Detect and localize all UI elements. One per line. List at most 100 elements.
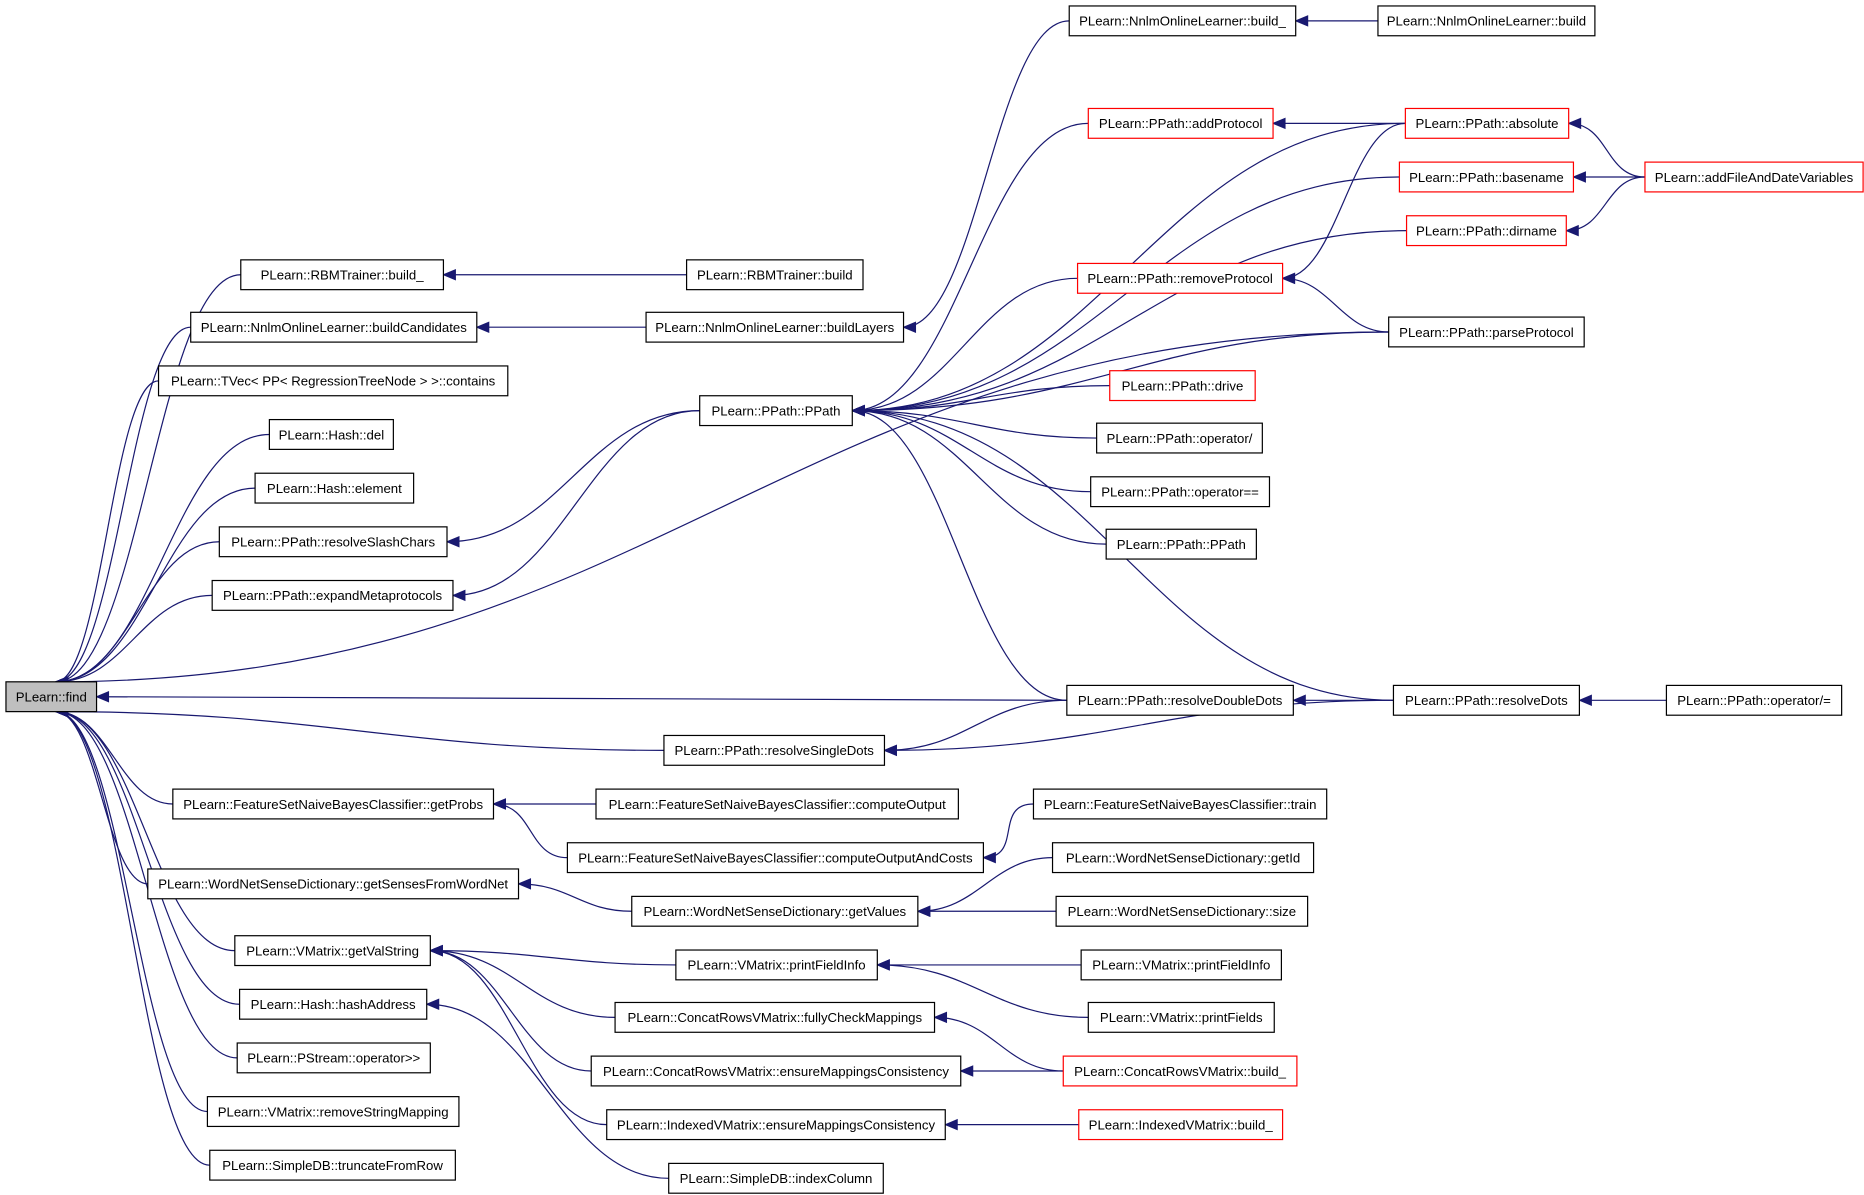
node-ppath-ppath[interactable]: PLearn::PPath::PPath <box>699 395 853 427</box>
node-ppath-add-protocol[interactable]: PLearn::PPath::addProtocol <box>1087 107 1274 139</box>
node-label: PLearn::PPath::operator/ <box>1107 431 1253 446</box>
edge-ppath-ppath-to-ppath-expand-metaprotocols <box>451 410 700 602</box>
node-label: PLearn::PPath::parseProtocol <box>1399 325 1574 340</box>
node-sdb-truncate-from-row[interactable]: PLearn::SimpleDB::truncateFromRow <box>209 1149 456 1181</box>
node-label: PLearn::IndexedVMatrix::ensureMappingsCo… <box>617 1117 936 1132</box>
edge-fsnb-compute-output-and-costs-to-fsnb-get-probs <box>492 798 568 859</box>
edge-wnsd-size-to-wnsd-get-values <box>916 905 1057 918</box>
node-crvm-ensure-mappings-consistency[interactable]: PLearn::ConcatRowsVMatrix::ensureMapping… <box>590 1055 962 1087</box>
node-ppath-opslasheq[interactable]: PLearn::PPath::operator/= <box>1665 684 1843 716</box>
node-label: PLearn::PPath::addProtocol <box>1099 116 1263 131</box>
node-nnlm-build[interactable]: PLearn::NnlmOnlineLearner::build <box>1377 5 1596 37</box>
node-box <box>1078 1109 1284 1141</box>
node-label: PLearn::WordNetSenseDictionary::size <box>1068 904 1296 919</box>
node-ivm-build-[interactable]: PLearn::IndexedVMatrix::build_ <box>1078 1109 1284 1141</box>
node-box <box>218 526 448 558</box>
node-label: PLearn::RBMTrainer::build <box>697 268 853 283</box>
node-ppath-resolve-dots[interactable]: PLearn::PPath::resolveDots <box>1392 684 1580 716</box>
node-pstream-opin[interactable]: PLearn::PStream::operator>> <box>236 1042 431 1074</box>
node-ppath-opeq[interactable]: PLearn::PPath::operator== <box>1090 476 1271 508</box>
node-box <box>631 895 919 927</box>
node-find[interactable]: PLearn::find <box>5 681 98 713</box>
node-ppath-resolve-double-dots[interactable]: PLearn::PPath::resolveDoubleDots <box>1066 684 1294 716</box>
node-box <box>1377 5 1596 37</box>
node-vm-remove-string-mapping[interactable]: PLearn::VMatrix::removeStringMapping <box>206 1096 460 1128</box>
node-ppath-basename[interactable]: PLearn::PPath::basename <box>1398 161 1575 193</box>
node-ppath-parse-protocol[interactable]: PLearn::PPath::parseProtocol <box>1388 316 1585 348</box>
node-vm-print-fields[interactable]: PLearn::VMatrix::printFields <box>1087 1001 1275 1033</box>
node-box <box>190 311 478 343</box>
node-hash-hash-address[interactable]: PLearn::Hash::hashAddress <box>238 988 428 1020</box>
node-vm-get-val-string[interactable]: PLearn::VMatrix::getValString <box>234 935 431 967</box>
node-label: PLearn::WordNetSenseDictionary::getId <box>1066 850 1300 865</box>
edge-ppath-add-protocol-to-ppath-ppath <box>850 122 1089 417</box>
node-box <box>1080 949 1283 981</box>
node-nnlm-build-candidates[interactable]: PLearn::NnlmOnlineLearner::buildCandidat… <box>190 311 478 343</box>
node-ppath-drive[interactable]: PLearn::PPath::drive <box>1109 370 1256 402</box>
node-wnsd-size[interactable]: PLearn::WordNetSenseDictionary::size <box>1055 895 1309 927</box>
node-ppath-absolute[interactable]: PLearn::PPath::absolute <box>1404 107 1570 139</box>
node-rbm-build-[interactable]: PLearn::RBMTrainer::build_ <box>240 259 445 291</box>
node-ppath-remove-protocol[interactable]: PLearn::PPath::removeProtocol <box>1076 262 1284 294</box>
edge-vm-print-fields-to-vm-print-field-info <box>876 959 1089 1018</box>
edge-crvm-fully-check-mappings-to-vm-get-val-string <box>429 944 616 1018</box>
edge-tvec-contains-to-find <box>54 380 159 688</box>
node-fsnb-compute-output-and-costs[interactable]: PLearn::FeatureSetNaiveBayesClassifier::… <box>566 842 985 874</box>
node-label: PLearn::FeatureSetNaiveBayesClassifier::… <box>578 850 973 865</box>
node-fsnb-compute-output[interactable]: PLearn::FeatureSetNaiveBayesClassifier::… <box>595 788 959 820</box>
node-nnlm-build-[interactable]: PLearn::NnlmOnlineLearner::build_ <box>1068 5 1297 37</box>
edge-ppath-opeq-to-ppath-ppath <box>850 404 1091 493</box>
node-label: PLearn::PPath::drive <box>1122 378 1244 393</box>
edge-ivm-build--to-ivm-ensure-mappings-consistency <box>943 1118 1079 1131</box>
node-ppath-opslash[interactable]: PLearn::PPath::operator/ <box>1096 422 1263 454</box>
node-box <box>268 418 394 450</box>
node-add-file-and-date-variables[interactable]: PLearn::addFileAndDateVariables <box>1644 161 1864 193</box>
node-label: PLearn::VMatrix::printFieldInfo <box>1092 958 1270 973</box>
node-box <box>5 681 98 713</box>
node-rbm-build[interactable]: PLearn::RBMTrainer::build <box>685 259 864 291</box>
node-box <box>645 311 905 343</box>
edge-sdb-truncate-from-row-to-find <box>54 705 210 1166</box>
node-label: PLearn::Hash::hashAddress <box>251 997 416 1012</box>
node-label: PLearn::PPath::dirname <box>1416 223 1557 238</box>
node-wnsd-get-values[interactable]: PLearn::WordNetSenseDictionary::getValue… <box>631 895 919 927</box>
node-wnsd-get-id[interactable]: PLearn::WordNetSenseDictionary::getId <box>1051 842 1315 874</box>
node-ppath-resolve-single-dots[interactable]: PLearn::PPath::resolveSingleDots <box>663 734 886 766</box>
node-box <box>1066 684 1294 716</box>
node-vm-print-field-info2[interactable]: PLearn::VMatrix::printFieldInfo <box>1080 949 1283 981</box>
node-ppath-expand-metaprotocols[interactable]: PLearn::PPath::expandMetaprotocols <box>211 579 454 611</box>
node-nnlm-build-layers[interactable]: PLearn::NnlmOnlineLearner::buildLayers <box>645 311 905 343</box>
node-fsnb-train[interactable]: PLearn::FeatureSetNaiveBayesClassifier::… <box>1032 788 1328 820</box>
node-ppath-dirname[interactable]: PLearn::PPath::dirname <box>1405 215 1567 247</box>
node-ppath-resolve-slash-chars[interactable]: PLearn::PPath::resolveSlashChars <box>218 526 448 558</box>
node-label: PLearn::WordNetSenseDictionary::getSense… <box>158 877 508 892</box>
node-ppath-ppath2[interactable]: PLearn::PPath::PPath <box>1105 528 1257 560</box>
node-box <box>1090 476 1271 508</box>
node-box <box>675 949 878 981</box>
edge-crvm-build--to-crvm-ensure-mappings-consistency <box>959 1065 1064 1077</box>
node-wnsd-get-senses-from-word-net[interactable]: PLearn::WordNetSenseDictionary::getSense… <box>147 868 520 900</box>
node-box <box>206 1096 460 1128</box>
node-label: PLearn::VMatrix::removeStringMapping <box>218 1104 449 1119</box>
node-box <box>1644 161 1864 193</box>
edge-ppath-ppath-to-ppath-resolve-slash-chars <box>445 410 700 548</box>
node-box <box>1076 262 1284 294</box>
node-label: PLearn::SimpleDB::truncateFromRow <box>222 1158 443 1173</box>
node-hash-del[interactable]: PLearn::Hash::del <box>268 418 394 450</box>
node-label: PLearn::ConcatRowsVMatrix::ensureMapping… <box>603 1064 949 1079</box>
node-fsnb-get-probs[interactable]: PLearn::FeatureSetNaiveBayesClassifier::… <box>172 788 495 820</box>
node-hash-element[interactable]: PLearn::Hash::element <box>254 472 415 504</box>
node-box <box>234 935 431 967</box>
node-label: PLearn::PPath::basename <box>1409 170 1564 185</box>
edge-wnsd-get-senses-from-word-net-to-find <box>54 705 148 885</box>
edge-ppath-resolve-double-dots-to-find <box>95 690 1067 703</box>
edge-nnlm-build--to-nnlm-build-layers <box>902 20 1070 333</box>
node-tvec-contains[interactable]: PLearn::TVec< PP< RegressionTreeNode > >… <box>157 365 509 397</box>
node-sdb-index-column[interactable]: PLearn::SimpleDB::indexColumn <box>668 1162 884 1194</box>
edge-vm-get-val-string-to-find <box>54 705 235 952</box>
node-crvm-build-[interactable]: PLearn::ConcatRowsVMatrix::build_ <box>1062 1055 1298 1087</box>
node-ivm-ensure-mappings-consistency[interactable]: PLearn::IndexedVMatrix::ensureMappingsCo… <box>606 1109 946 1141</box>
node-crvm-fully-check-mappings[interactable]: PLearn::ConcatRowsVMatrix::fullyCheckMap… <box>614 1001 936 1033</box>
node-vm-print-field-info[interactable]: PLearn::VMatrix::printFieldInfo <box>675 949 878 981</box>
